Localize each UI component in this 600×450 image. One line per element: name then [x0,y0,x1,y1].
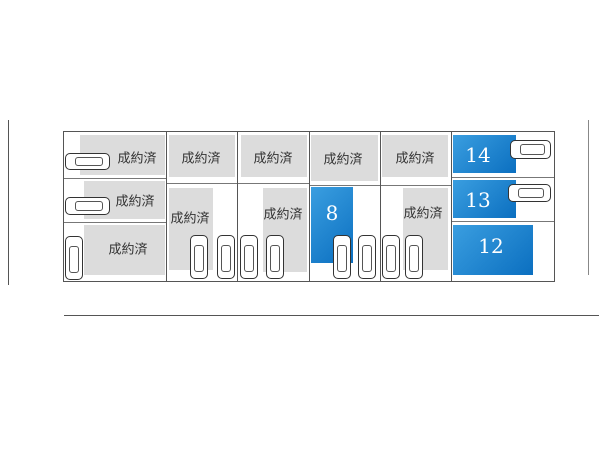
lot-divider [310,185,380,186]
car-icon [217,235,235,279]
car-icon [333,235,351,279]
sold-label: 成約済 [181,151,221,167]
car-icon [266,235,284,279]
sold-label: 成約済 [115,194,155,210]
lot-divider [166,132,167,281]
car-icon [240,235,258,279]
sold-label: 成約済 [323,152,363,168]
lot-number: 13 [465,188,491,212]
lot-divider [64,178,166,179]
car-icon [510,140,551,159]
sold-lot [84,225,165,275]
lot-14[interactable] [453,135,516,173]
car-icon [508,184,551,202]
sold-label: 成約済 [170,211,210,227]
car-icon [382,235,400,279]
car-icon [65,236,83,280]
sold-label: 成約済 [403,206,443,222]
car-icon [65,197,110,215]
lot-divider [452,177,554,178]
lot-13[interactable] [453,180,516,218]
lot-12[interactable] [453,225,533,275]
lot-divider [309,132,310,281]
car-icon [405,235,423,279]
sold-lot [382,135,448,177]
car-icon [65,153,110,170]
sold-label: 成約済 [117,151,157,167]
lot-number: 14 [465,143,491,167]
sold-lot [311,135,378,181]
lot-divider [381,185,451,186]
lot-divider [64,222,166,223]
car-icon [190,235,208,279]
road-line [64,315,599,316]
sold-label: 成約済 [263,207,303,223]
site-boundary [63,131,555,282]
lot-divider [238,183,309,184]
lot-divider [167,183,237,184]
boundary-line-right [588,120,589,275]
boundary-line-left [8,120,9,285]
lot-divider [380,132,381,281]
lot-number: 12 [478,234,504,258]
sold-label: 成約済 [395,151,435,167]
lot-divider [451,132,452,281]
sold-label: 成約済 [253,151,293,167]
sold-lot [169,135,235,177]
lot-number: 8 [325,201,339,225]
sold-label: 成約済 [108,242,148,258]
lot-divider [452,221,554,222]
lot-divider [237,132,238,281]
car-icon [358,235,376,279]
sold-lot [241,135,307,177]
